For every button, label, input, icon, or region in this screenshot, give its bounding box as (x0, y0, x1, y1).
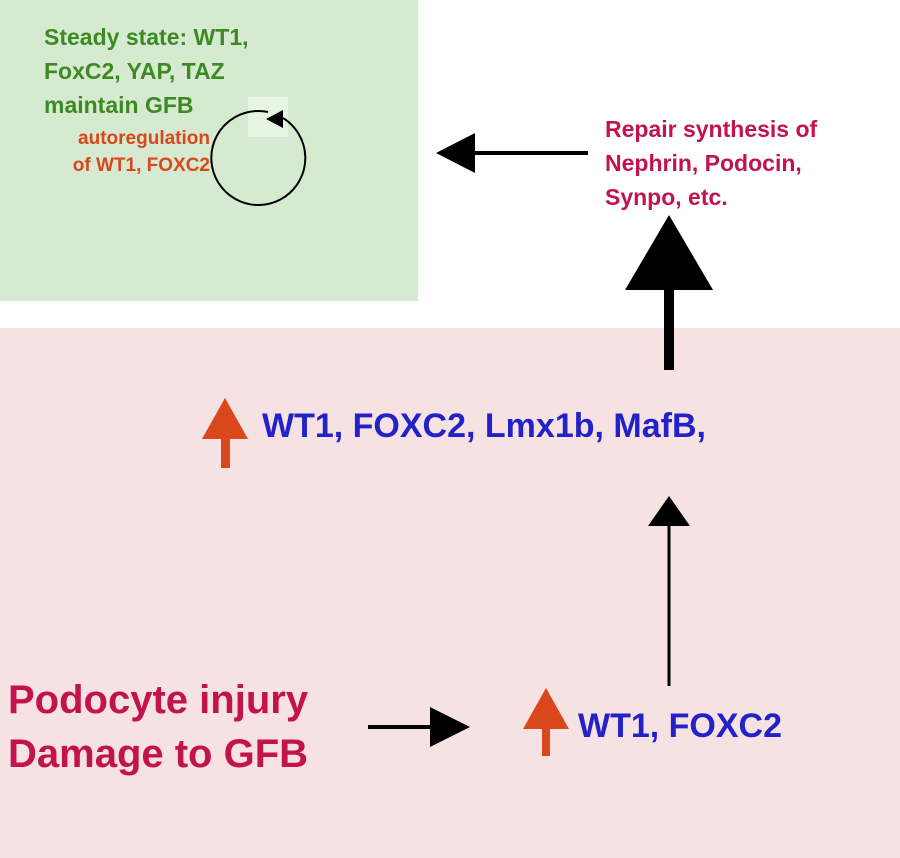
steady-state-panel (0, 0, 418, 301)
steady-state-line: maintain GFB (44, 92, 194, 118)
autoregulation-loop-icon (210, 97, 307, 206)
loop-arrowhead (266, 110, 283, 128)
steady-state-line: Steady state: WT1, (44, 24, 249, 50)
early-response-label: WT1, FOXC2 (578, 707, 783, 745)
injury-line: Podocyte injury (8, 678, 309, 722)
upregulation-arrow-icon (202, 398, 248, 468)
upregulated-factors-label: WT1, FOXC2, Lmx1b, MafB, (262, 407, 706, 445)
autoregulation-line: of WT1, FOXC2 (72, 155, 210, 176)
up-arrow-icon (625, 215, 713, 370)
left-arrow-icon (436, 133, 588, 173)
repair-line: Synpo, etc. (605, 184, 728, 210)
repair-synthesis-text: Repair synthesis of Nephrin, Podocin, Sy… (605, 112, 817, 214)
autoregulation-text: autoregulation of WT1, FOXC2 (50, 125, 210, 179)
upregulation-arrow-icon (523, 688, 569, 756)
injury-line: Damage to GFB (8, 732, 309, 776)
steady-state-text: Steady state: WT1, FoxC2, YAP, TAZ maint… (44, 20, 249, 122)
injury-response-panel (0, 328, 900, 858)
steady-state-line: FoxC2, YAP, TAZ (44, 58, 225, 84)
repair-line: Repair synthesis of (605, 116, 818, 142)
up-arrow-icon (648, 496, 690, 686)
repair-line: Nephrin, Podocin, (605, 150, 802, 176)
autoregulation-line: autoregulation (78, 128, 210, 149)
loop-circle (210, 110, 307, 206)
podocyte-injury-text: Podocyte injury Damage to GFB (8, 673, 308, 781)
right-arrow-icon (368, 707, 470, 747)
